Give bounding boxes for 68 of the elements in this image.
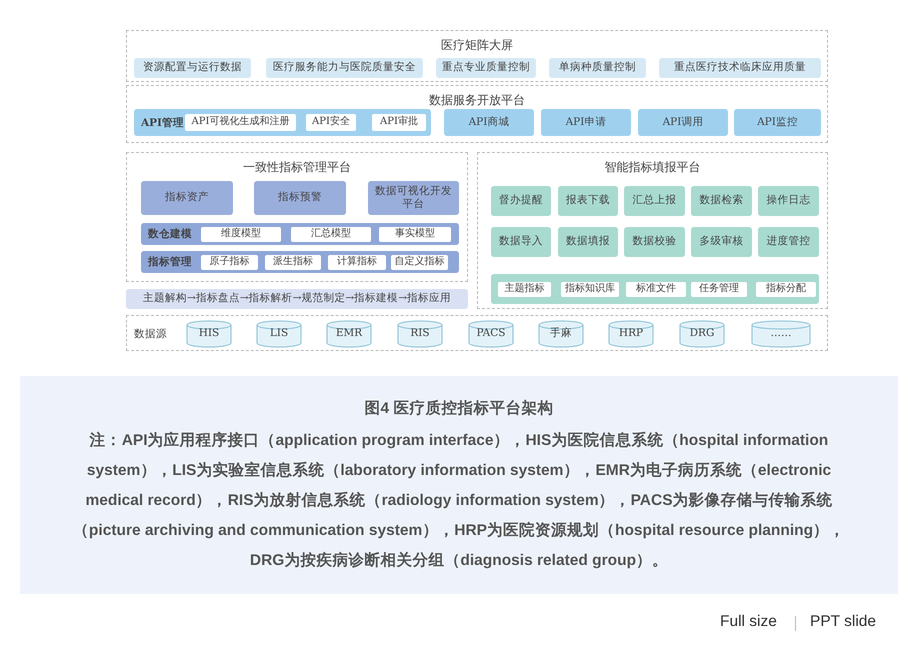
page-link: Full size [720, 613, 777, 631]
figure-title: 图4 医疗质控指标平台架构 [364, 398, 554, 419]
bar-label: 数仓建模 [148, 227, 192, 241]
bar-label: API管理 [141, 116, 184, 130]
module-box: 重点医疗技术临床应用质量 [659, 58, 821, 78]
panel-title: 数据源 [134, 327, 167, 341]
module-box: 资源配置与运行数据 [134, 58, 251, 78]
module-tag: API安全 [306, 114, 356, 131]
module-box: 数据校验 [624, 227, 685, 257]
module-tag: 主题指标 [498, 282, 551, 297]
module-box: 单病种质量控制 [549, 58, 646, 78]
module-box: 多级审核 [691, 227, 752, 257]
module-tag: 计算指标 [328, 255, 386, 270]
panel-title: 数据服务开放平台 [428, 92, 526, 109]
module-box: 数据检索 [691, 186, 752, 216]
module-box: 指标资产 [141, 181, 233, 215]
layer-panel [477, 152, 828, 309]
layer-panel [126, 315, 828, 351]
layer-panel [126, 85, 828, 143]
module-box: API申请 [541, 109, 631, 136]
module-tag: 汇总模型 [291, 227, 371, 242]
module-tag: 原子指标 [201, 255, 258, 270]
database-cylinder: HRP [608, 320, 654, 348]
module-tag: API审批 [372, 114, 426, 131]
layer-panel [126, 152, 468, 282]
database-cylinder: PACS [468, 320, 514, 348]
module-box: API商城 [444, 109, 534, 136]
database-cylinder: LIS [256, 320, 302, 348]
database-cylinder: DRG [679, 320, 725, 348]
module-box: 数据可视化开发平台 [368, 181, 459, 215]
database-cylinder: HIS [186, 320, 232, 348]
module-box: 督办提醒 [491, 186, 551, 216]
panel-title: 智能指标填报平台 [604, 159, 702, 176]
module-box: 医疗服务能力与医院质量安全 [266, 58, 423, 78]
module-box: 重点专业质量控制 [436, 58, 536, 78]
module-tag: 任务管理 [691, 282, 747, 297]
module-bar [491, 274, 819, 304]
module-box: 进度管控 [758, 227, 819, 257]
module-bar [141, 223, 459, 245]
module-box: 数据导入 [491, 227, 551, 257]
module-tag: 维度模型 [201, 227, 281, 242]
module-box: API调用 [638, 109, 728, 136]
process-bar: 主题解构→指标盘点→指标解析→规范制定→指标建模→指标应用 [126, 289, 468, 309]
module-box: API监控 [734, 109, 821, 136]
module-tag: 标准文件 [626, 282, 686, 297]
module-tag: 指标分配 [756, 282, 816, 297]
bar-label: 指标管理 [148, 255, 192, 269]
module-box: 汇总上报 [624, 186, 685, 216]
module-box: 报表下载 [558, 186, 618, 216]
module-tag: 指标知识库 [561, 282, 619, 297]
page-link: PPT slide [810, 613, 876, 631]
database-cylinder: …… [751, 320, 811, 348]
module-box: 指标预警 [254, 181, 346, 215]
database-cylinder: EMR [326, 320, 372, 348]
panel-title: 医疗矩阵大屏 [440, 37, 514, 54]
database-cylinder: RIS [397, 320, 443, 348]
module-box: 操作日志 [758, 186, 819, 216]
layer-panel [126, 30, 828, 82]
module-bar [141, 251, 459, 273]
module-tag: 自定义指标 [391, 255, 448, 270]
panel-title: 一致性指标管理平台 [242, 159, 352, 176]
module-tag: API可视化生成和注册 [185, 114, 296, 131]
figure-note: 注：API为应用程序接口（application program interface），HIS为医院信息系统（hospital information system），LIS为实验室信息系统（laboratory information system），EMR为电子病历系统（electronic medical record），RIS为放射信息系统（radiology information system），PACS为影像存储与传输系统（picture archiving and communication system），HRP为医院资源规划（hospital resource planning），DRG为按疾病诊断相关分组（diagnosis related group）。 [72, 430, 846, 571]
database-cylinder: 手麻 [538, 320, 584, 348]
module-tag: 派生指标 [265, 255, 321, 270]
module-bar [134, 109, 431, 136]
module-tag: 事实模型 [379, 227, 451, 242]
module-box: 数据填报 [558, 227, 618, 257]
